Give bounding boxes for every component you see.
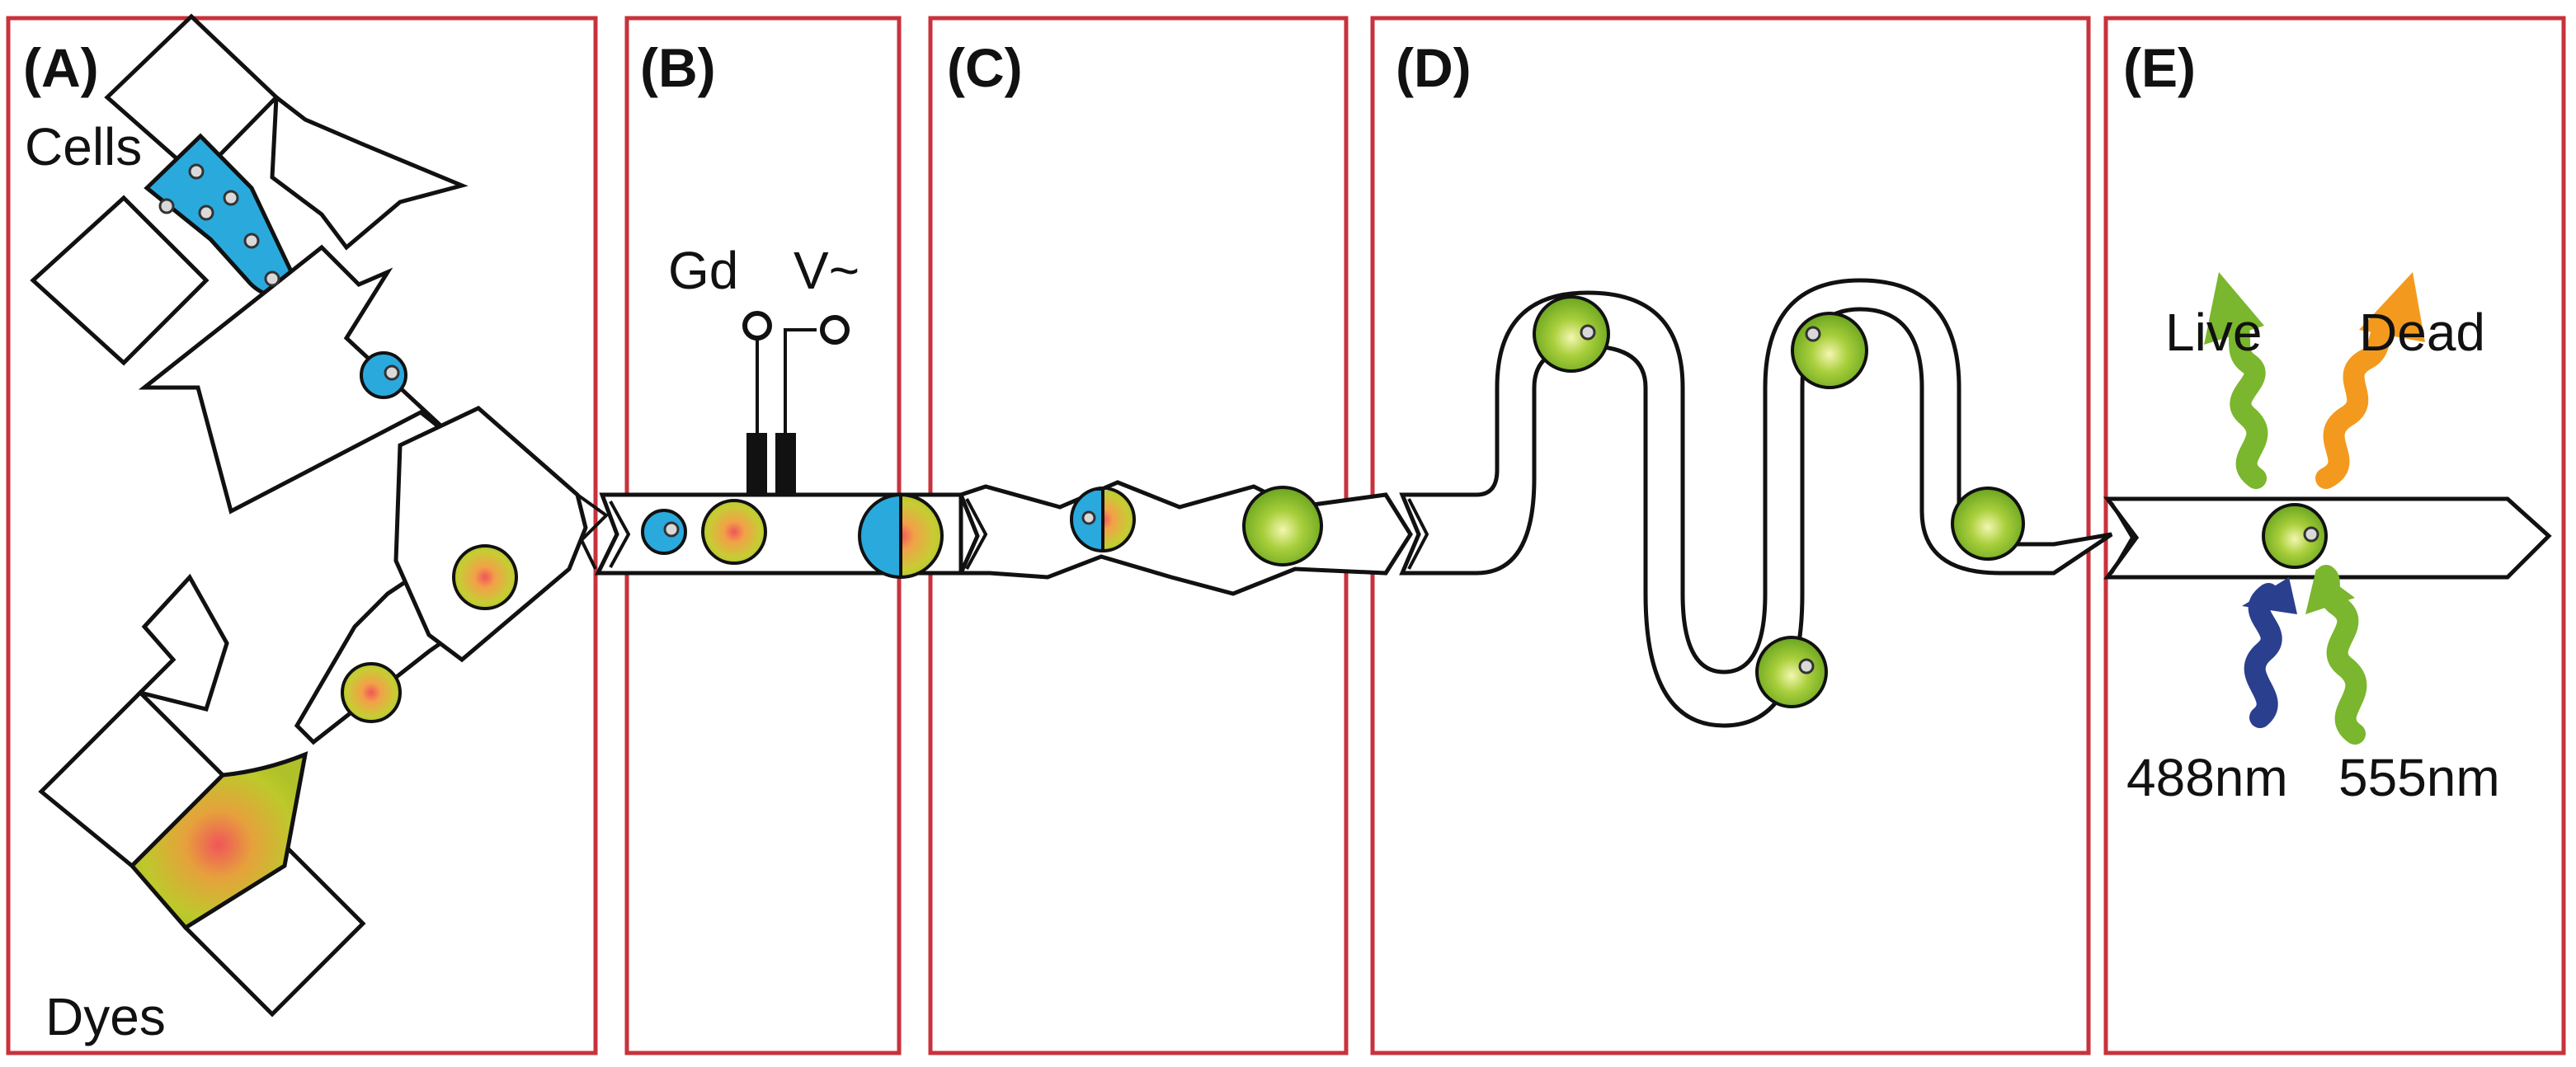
cells-label: Cells bbox=[25, 117, 142, 176]
voltage-terminal[interactable] bbox=[820, 315, 850, 345]
panel-d-label: (D) bbox=[1396, 37, 1472, 98]
cell-in-droplet-b bbox=[663, 521, 680, 538]
panel-a-label: (A) bbox=[23, 37, 99, 98]
dye-droplet-a1 bbox=[452, 544, 518, 610]
incubating-droplet-4 bbox=[1951, 486, 2025, 561]
upper-reservoir-block-left bbox=[30, 195, 210, 366]
live-emission-arrow bbox=[2204, 272, 2268, 489]
panel-c-label: (C) bbox=[947, 37, 1023, 98]
dead-emission-arrow bbox=[2315, 272, 2425, 489]
dead-label: Dead bbox=[2359, 303, 2485, 362]
excitation-488-arrow bbox=[2242, 577, 2297, 728]
lower-side-wall bbox=[136, 573, 229, 712]
voltage-label: V~ bbox=[794, 241, 859, 300]
ground-terminal[interactable] bbox=[742, 311, 772, 341]
merge-channel bbox=[393, 406, 588, 663]
panel-a-frame bbox=[6, 16, 598, 1055]
electrode-ground[interactable] bbox=[746, 433, 767, 495]
panel-c-chip bbox=[958, 480, 1413, 596]
merging-channel bbox=[958, 480, 1413, 596]
electrode-inlet-chevron bbox=[609, 501, 631, 568]
serpentine-inlet-chevron bbox=[1407, 498, 1429, 570]
excitation-488-label: 488nm bbox=[2126, 748, 2288, 807]
merging-inlet-chevron bbox=[965, 498, 988, 570]
cell-droplet-a bbox=[360, 351, 407, 399]
upper-inlet-channel bbox=[138, 244, 464, 515]
detection-channel bbox=[2103, 496, 2552, 580]
incubating-droplet-3 bbox=[1755, 636, 1828, 708]
incubating-droplet-2 bbox=[1791, 312, 1868, 389]
voltage-wire bbox=[784, 328, 817, 433]
paired-droplet-c bbox=[1070, 486, 1136, 552]
merge-outlet-chevron bbox=[576, 493, 610, 570]
ground-label: Gd bbox=[668, 241, 738, 300]
panel-e-chip bbox=[2103, 272, 2552, 745]
merged-droplet-c bbox=[1242, 486, 1323, 566]
dye-droplet-b bbox=[701, 499, 767, 565]
serpentine-channel bbox=[1399, 278, 2113, 728]
panel-d-chip bbox=[1399, 278, 2113, 728]
electrode-voltage[interactable] bbox=[775, 433, 796, 495]
dyes-fluid bbox=[129, 750, 308, 931]
dyes-label: Dyes bbox=[45, 987, 166, 1046]
incubating-droplet-1 bbox=[1533, 295, 1610, 373]
excitation-555-label: 555nm bbox=[2338, 748, 2500, 807]
cell-in-droplet-a bbox=[384, 364, 400, 381]
panel-e-label: (E) bbox=[2123, 37, 2196, 98]
cells-in-inlet bbox=[158, 163, 280, 287]
excitation-555-arrow bbox=[2305, 565, 2367, 745]
panel-b-chip bbox=[594, 311, 963, 579]
upper-side-wall bbox=[270, 93, 469, 251]
paired-droplet-b bbox=[858, 493, 944, 579]
detection-inlet-chevron bbox=[2110, 501, 2135, 575]
detected-droplet bbox=[2262, 503, 2328, 569]
dye-droplet-a2 bbox=[341, 662, 402, 723]
panel-a-chip bbox=[30, 13, 610, 1018]
live-label: Live bbox=[2165, 303, 2262, 362]
panel-b-label: (B) bbox=[640, 37, 716, 98]
